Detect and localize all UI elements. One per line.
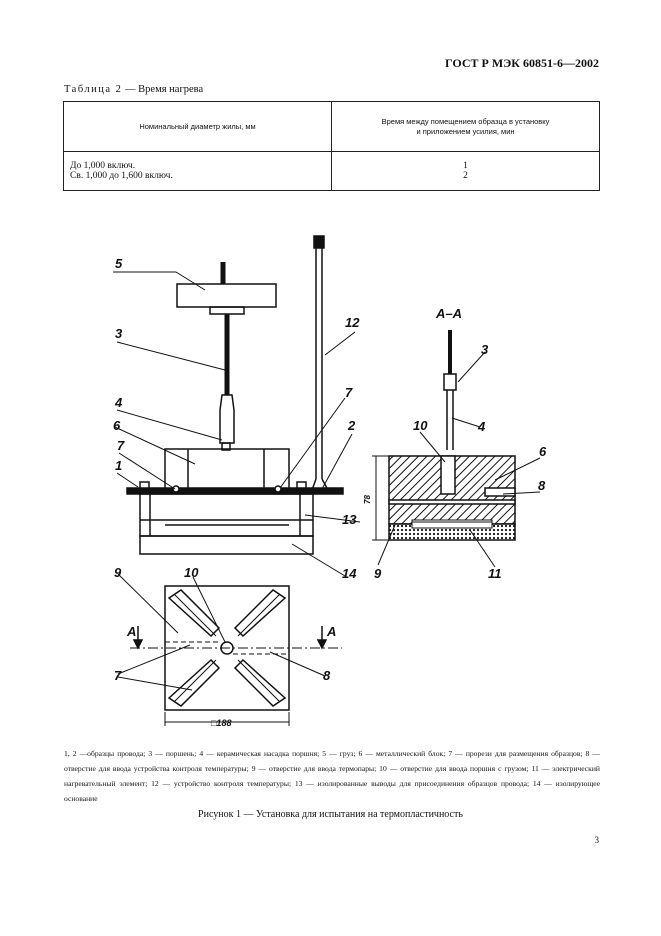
- page-number: 3: [594, 835, 600, 845]
- col-diameter-header: Номинальный диаметр жилы, мм: [63, 101, 332, 152]
- piston-end: [221, 442, 231, 451]
- weight-collar: [209, 306, 245, 315]
- time-cell: 1 2: [331, 151, 600, 191]
- metal-block: [164, 448, 290, 491]
- label-14: 14: [342, 566, 357, 581]
- clamp-left: [139, 481, 150, 491]
- label-9: 9: [374, 566, 382, 581]
- top-view: [130, 585, 342, 726]
- apparatus-side-view: [126, 235, 344, 555]
- col-time-header-line1: Время между помещением образца в установ…: [381, 116, 550, 126]
- leader-lines: [113, 271, 361, 577]
- temp-device-head: [313, 235, 325, 249]
- weight: [176, 283, 277, 308]
- section-mark-left: А: [126, 624, 136, 639]
- label-2: 2: [347, 418, 356, 433]
- table-caption-text: — Время нагрева: [122, 84, 204, 95]
- label-8: 8: [538, 478, 546, 493]
- insulating-base: [139, 535, 314, 555]
- heating-time-table: Номинальный диаметр жилы, мм Время между…: [63, 101, 600, 191]
- label-10: 10: [413, 418, 428, 433]
- time-value: 1: [463, 161, 468, 171]
- clamp-right: [296, 481, 307, 491]
- label-12: 12: [345, 315, 360, 330]
- col-time-header-line2: и приложением усилия, мин: [416, 126, 515, 136]
- dimension-188-text: □188: [211, 718, 231, 728]
- section-title: А–А: [435, 306, 462, 321]
- label-9: 9: [114, 565, 122, 580]
- table-caption: Таблица 2 — Время нагрева: [64, 84, 203, 95]
- table-header-row: Номинальный диаметр жилы, мм Время между…: [63, 101, 600, 152]
- document-header: ГОСТ Р МЭК 60851-6—2002: [445, 56, 599, 70]
- label-3: 3: [481, 342, 489, 357]
- support-plate: [126, 487, 344, 495]
- ceramic-tip: [219, 394, 235, 444]
- figure-legend: 1, 2 —образцы провода; 3 — поршень; 4 — …: [64, 749, 600, 803]
- label-11: 11: [488, 566, 502, 581]
- part-labels: 5 3 4 6 7 1 12 7 2 13 14 А–А 3 4 10 6 8 …: [113, 256, 547, 728]
- label-4: 4: [477, 419, 486, 434]
- label-13: 13: [342, 512, 357, 527]
- section-a-a: [388, 330, 516, 541]
- label-1: 1: [115, 458, 122, 473]
- label-7: 7: [345, 385, 353, 400]
- table-row: До 1,000 включ. Св. 1,000 до 1,600 включ…: [63, 151, 600, 191]
- label-8: 8: [323, 668, 331, 683]
- label-6: 6: [113, 418, 121, 433]
- section-mark-right: А: [326, 624, 336, 639]
- diameter-value: Св. 1,000 до 1,600 включ.: [70, 171, 173, 181]
- label-10: 10: [184, 565, 199, 580]
- dimension-78-text: 78: [363, 495, 372, 504]
- housing: [139, 493, 314, 537]
- table-caption-prefix: Таблица 2: [64, 84, 123, 95]
- diameter-value: До 1,000 включ.: [70, 161, 136, 171]
- label-3: 3: [115, 326, 123, 341]
- section-leader-lines: [377, 351, 541, 568]
- label-4: 4: [114, 395, 123, 410]
- label-5: 5: [115, 256, 123, 271]
- time-value: 2: [463, 171, 468, 181]
- label-6: 6: [539, 444, 547, 459]
- label-7: 7: [117, 438, 125, 453]
- figure-caption: Рисунок 1 — Установка для испытания на т…: [198, 809, 463, 820]
- col-time-header: Время между помещением образца в установ…: [331, 101, 600, 152]
- label-7: 7: [114, 668, 122, 683]
- top-view-leader-lines: [117, 573, 326, 691]
- apparatus-figure: 5 3 4 6 7 1 12 7 2 13 14 А–А 3 4 10 6 8 …: [113, 235, 547, 728]
- dimension-78: [372, 455, 389, 541]
